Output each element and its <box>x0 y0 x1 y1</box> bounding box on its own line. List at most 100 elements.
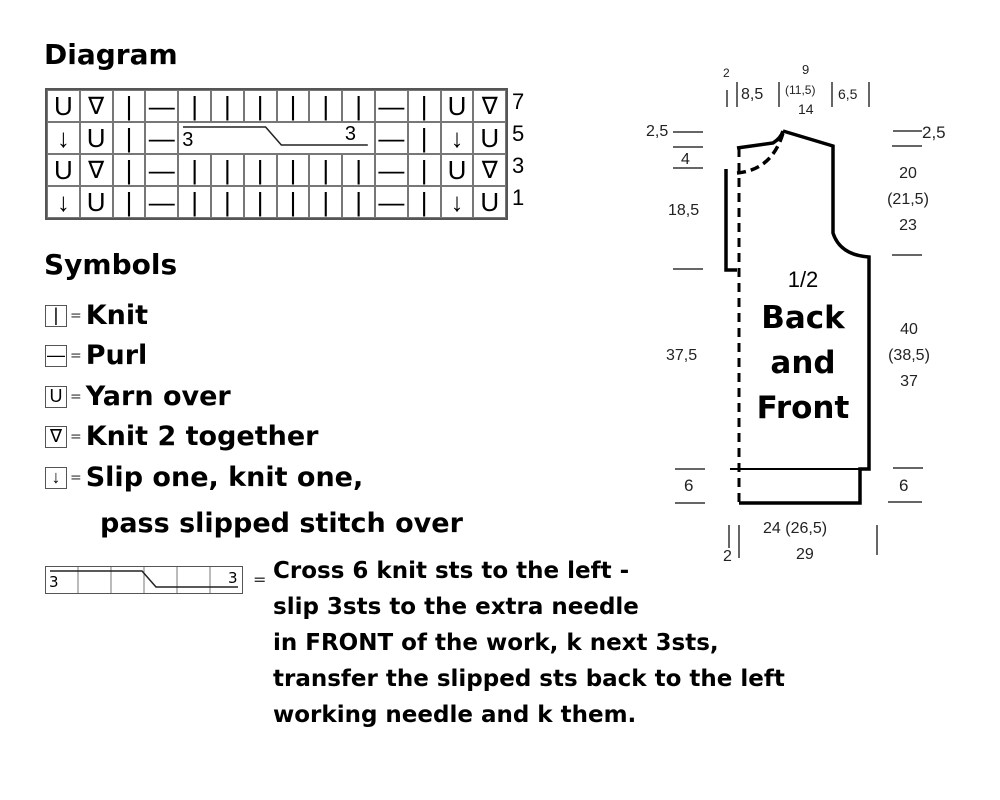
yarn-over-icon: U <box>47 154 80 186</box>
skp-icon: ↓ <box>440 186 474 218</box>
purl-icon: — <box>374 90 408 122</box>
knit-icon: | <box>210 90 244 122</box>
schematic-fraction: 1/2 <box>787 267 819 292</box>
yarn-over-icon: U <box>79 122 113 154</box>
symbol-legend-item: ∇=Knit 2 together <box>45 421 318 452</box>
dim-left-body: 37,5 <box>666 347 698 364</box>
knit-icon: | <box>112 90 146 122</box>
row-number: 1 <box>512 185 525 210</box>
equals-sign: = <box>70 388 82 405</box>
knit-icon: | <box>210 186 244 218</box>
knit-icon: | <box>309 186 343 218</box>
knit-icon: | <box>309 90 343 122</box>
front-neck <box>736 132 785 175</box>
knit-icon: | <box>112 122 146 154</box>
knit-icon: | <box>112 186 146 218</box>
yarn-over-icon: U <box>47 90 80 122</box>
yarn-over-icon: U <box>79 186 113 218</box>
cable-count-left: 3 <box>182 129 194 151</box>
yarn-over-icon: U <box>45 385 67 408</box>
cross-description-line: in FRONT of the work, k next 3sts, <box>273 630 719 656</box>
purl-icon: — <box>145 186 179 218</box>
symbol-label-continued: pass slipped stitch over <box>100 508 463 539</box>
skp-icon: ↓ <box>45 466 67 489</box>
yarn-over-icon: U <box>473 122 507 154</box>
dim-neck-top: 9 <box>802 62 810 77</box>
outline-left <box>724 169 737 272</box>
skp-icon: ↓ <box>440 122 474 154</box>
dim-left-shoulder-slope: 2,5 <box>646 123 669 140</box>
knit-icon: | <box>243 90 277 122</box>
symbol-label: Yarn over <box>85 381 231 412</box>
knit-icon: | <box>243 186 277 218</box>
knit-icon: | <box>342 186 375 218</box>
symbol-legend-item: —=Purl <box>45 340 147 371</box>
knit-icon: | <box>407 122 441 154</box>
knit-icon: | <box>210 154 244 186</box>
yarn-over-icon: U <box>473 186 507 218</box>
symbols-heading: Symbols <box>44 248 178 281</box>
skp-icon: ↓ <box>47 186 80 218</box>
row-number: 7 <box>512 89 525 114</box>
dim-value: 20 <box>899 165 917 182</box>
knit-icon: | <box>178 154 211 186</box>
dim-value: (38,5) <box>888 347 930 364</box>
equals-sign: = <box>70 428 82 445</box>
k2tog-icon: ∇ <box>473 90 507 122</box>
purl-icon: — <box>145 90 179 122</box>
knit-icon: | <box>276 186 310 218</box>
equals-sign: = <box>70 307 82 324</box>
dim-shoulder-width: 8,5 <box>741 86 764 103</box>
cable-count-right: 3 <box>344 123 356 145</box>
knit-icon: | <box>243 154 277 186</box>
dim-value: (21,5) <box>887 191 929 208</box>
dim-value: 37 <box>900 373 918 390</box>
symbol-legend-item: |=Knit <box>45 300 148 331</box>
dim-bottom-edge: 2 <box>723 548 732 565</box>
knit-icon: | <box>342 154 375 186</box>
cross-description-line: slip 3sts to the extra needle <box>273 594 639 620</box>
cross-description-line: working needle and k them. <box>273 702 637 728</box>
dim-value: 40 <box>900 321 918 338</box>
cable-count-left: 3 <box>49 573 59 591</box>
schematic-title-line: and <box>770 345 836 381</box>
dim-right-rib: 6 <box>899 476 909 495</box>
symbol-legend-item: ↓=Slip one, knit one, <box>45 462 363 493</box>
cross-description-line: Cross 6 knit sts to the left - <box>273 558 630 584</box>
back-neck <box>736 130 785 150</box>
schematic-title-line: Back <box>761 300 845 336</box>
equals-sign: = <box>70 347 82 364</box>
dim-left-neck-depth: 4 <box>681 151 690 168</box>
purl-icon: — <box>374 186 408 218</box>
cable-cross-icon <box>50 567 238 593</box>
equals-sign: = <box>70 469 82 486</box>
knit-icon: | <box>178 186 211 218</box>
dim-bottom-width-line1: 24 (26,5) <box>763 520 828 537</box>
knit-icon: | <box>407 90 441 122</box>
schematic-title-line: Front <box>756 390 850 426</box>
knit-icon: | <box>276 90 310 122</box>
knit-icon: | <box>178 90 211 122</box>
purl-icon: — <box>145 154 179 186</box>
skp-icon: ↓ <box>47 122 80 154</box>
equals-sign: = <box>253 570 267 589</box>
dim-neck-mid: (11,5) <box>785 83 816 97</box>
knit-icon: | <box>276 154 310 186</box>
k2tog-icon: ∇ <box>79 154 113 186</box>
symbol-legend-item: U=Yarn over <box>45 381 231 412</box>
knit-icon: | <box>407 154 441 186</box>
yarn-over-icon: U <box>440 90 474 122</box>
dim-bottom-width-line2: 29 <box>796 546 814 563</box>
k2tog-icon: ∇ <box>473 154 507 186</box>
dim-neck-bottom: 14 <box>798 101 814 117</box>
dim-right-shoulder-slope: 2,5 <box>922 123 946 142</box>
knit-icon: | <box>342 90 375 122</box>
dim-right-body: 40 (38,5) 37 <box>877 317 941 395</box>
cable-symbol: 3 3 <box>45 566 243 594</box>
knit-icon: | <box>112 154 146 186</box>
purl-icon: — <box>145 122 179 154</box>
